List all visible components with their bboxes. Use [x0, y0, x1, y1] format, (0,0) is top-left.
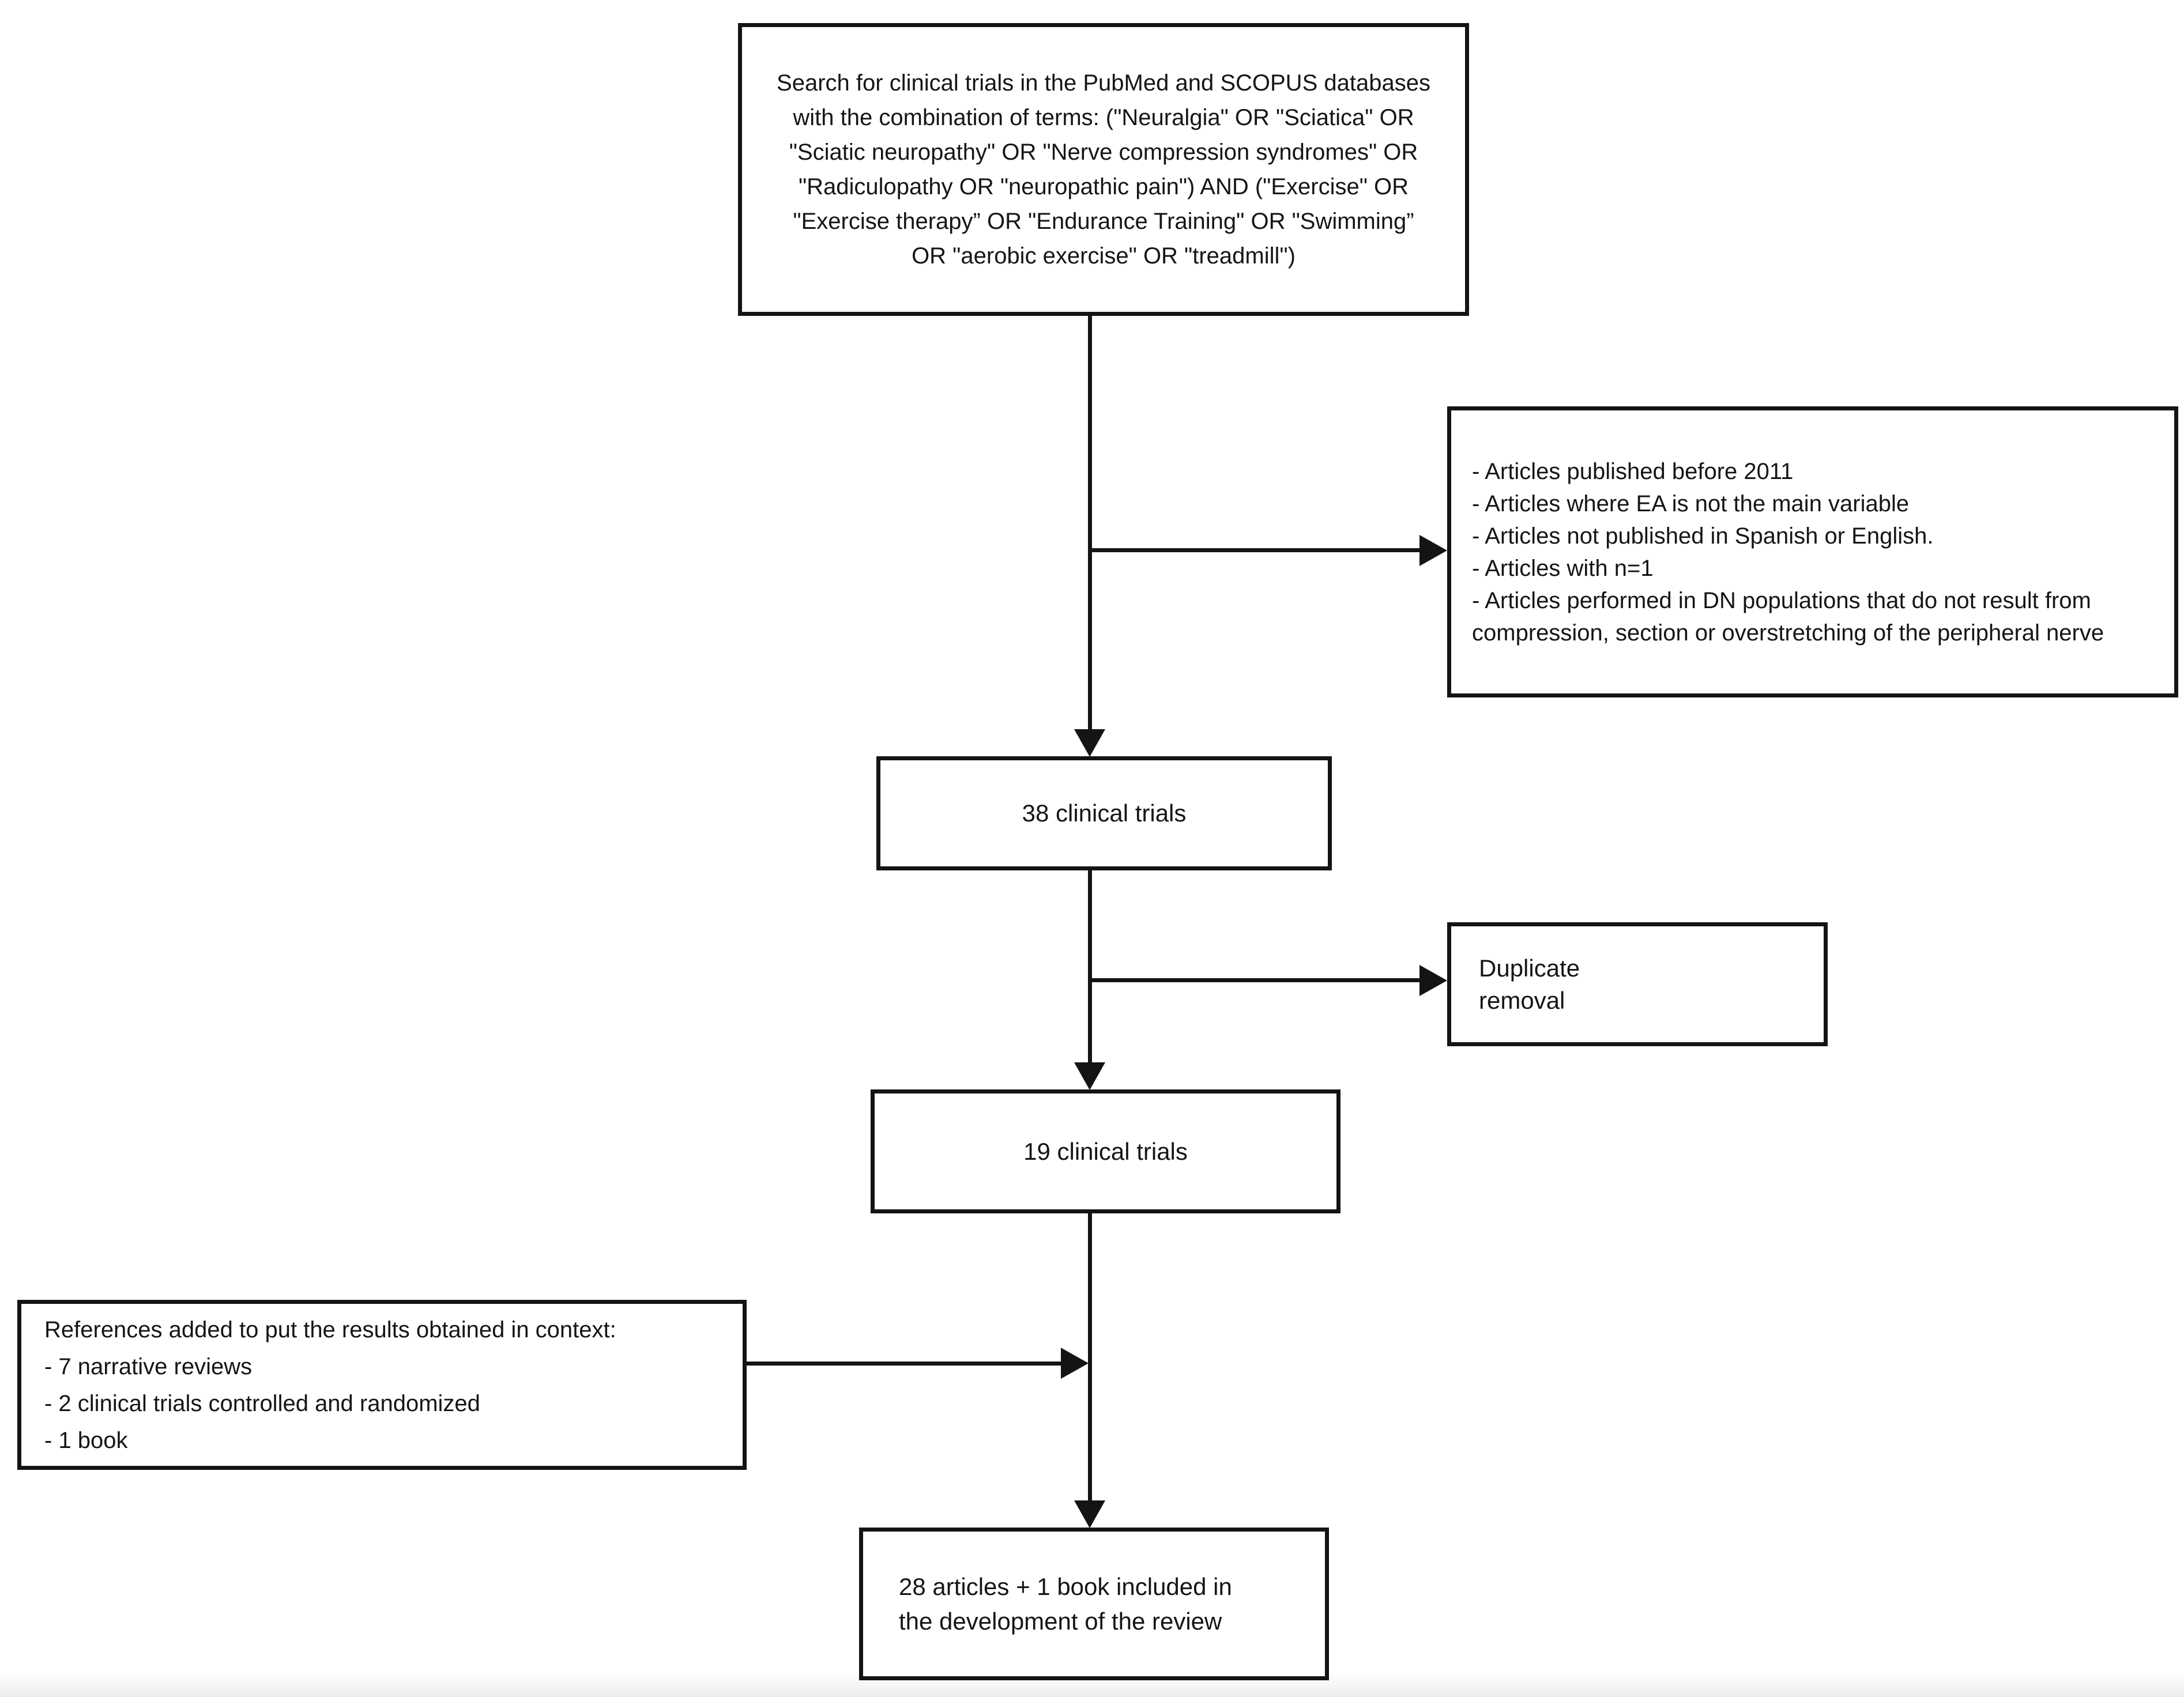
clinical-trials-19-label: 19 clinical trials — [1023, 1137, 1188, 1165]
connector-branch-to-exclusion — [1090, 548, 1421, 552]
arrow-down-19-icon — [1074, 1062, 1105, 1090]
included-articles-line: 28 articles + 1 book included in — [899, 1572, 1232, 1600]
exclusion-criteria-box: - Articles published before 2011 - Artic… — [1447, 406, 2178, 697]
connector-search-to-38 — [1088, 316, 1092, 731]
search-strategy-box: Search for clinical trials in the PubMed… — [738, 23, 1469, 316]
duplicate-removal-line: removal — [1479, 986, 1565, 1014]
exclusion-criteria-item: - Articles published before 2011 — [1472, 458, 1794, 484]
search-strategy-line: "Exercise therapy” OR "Endurance Trainin… — [793, 209, 1414, 234]
exclusion-criteria-item: - Articles with n=1 — [1472, 555, 1654, 581]
arrow-down-final-icon — [1074, 1500, 1105, 1528]
arrow-right-references-icon — [1061, 1348, 1089, 1379]
connector-38-to-19 — [1088, 870, 1092, 1064]
added-references-line: References added to put the results obta… — [44, 1317, 616, 1342]
included-articles-box: 28 articles + 1 book included in the dev… — [859, 1528, 1329, 1680]
search-strategy-line: Search for clinical trials in the PubMed… — [777, 70, 1430, 96]
arrow-right-duplicate-icon — [1419, 965, 1447, 996]
duplicate-removal-box: Duplicate removal — [1447, 922, 1828, 1046]
exclusion-criteria-item: - Articles not published in Spanish or E… — [1472, 523, 1934, 549]
added-references-line: - 7 narrative reviews — [44, 1353, 253, 1379]
arrow-right-exclusion-icon — [1419, 535, 1447, 566]
search-strategy-line: OR "aerobic exercise" OR "treadmill") — [912, 243, 1296, 269]
exclusion-criteria-item: - Articles where EA is not the main vari… — [1472, 491, 1910, 516]
added-references-line: - 2 clinical trials controlled and rando… — [44, 1390, 480, 1416]
connector-references-to-spine — [747, 1362, 1063, 1366]
exclusion-criteria-item: compression, section or overstretching o… — [1472, 620, 2104, 646]
exclusion-criteria-item: - Articles performed in DN populations t… — [1472, 587, 2091, 613]
connector-branch-to-duplicate — [1090, 978, 1421, 982]
search-strategy-line: with the combination of terms: ("Neuralg… — [793, 105, 1414, 130]
included-articles-line: the development of the review — [899, 1607, 1222, 1635]
added-references-box: References added to put the results obta… — [17, 1300, 747, 1470]
clinical-trials-38-box: 38 clinical trials — [876, 756, 1332, 870]
clinical-trials-19-box: 19 clinical trials — [871, 1089, 1340, 1213]
clinical-trials-38-label: 38 clinical trials — [1022, 800, 1187, 827]
added-references-line: - 1 book — [44, 1427, 128, 1453]
search-strategy-line: "Radiculopathy OR "neuropathic pain") AN… — [798, 174, 1409, 199]
arrow-down-38-icon — [1074, 729, 1105, 757]
duplicate-removal-line: Duplicate — [1479, 954, 1580, 982]
search-strategy-line: "Sciatic neuropathy" OR "Nerve compressi… — [789, 139, 1418, 165]
connector-19-to-final — [1088, 1213, 1092, 1502]
